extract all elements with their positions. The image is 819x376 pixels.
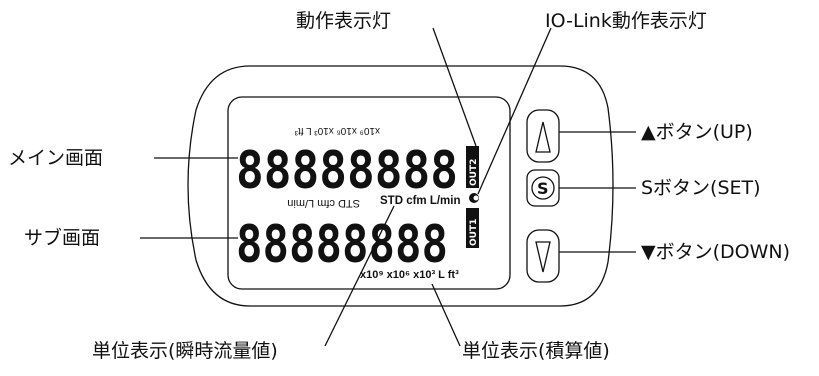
label-up-button: ▲ボタン(UP)	[641, 121, 753, 143]
mirrored-unit-flow-group: STD cfm L/min	[287, 197, 360, 209]
unit-flow-text: STD cfm L/min	[380, 195, 461, 207]
iolink-indicator-inner	[473, 195, 479, 201]
label-operation-indicator: 動作表示灯	[296, 10, 392, 32]
mirrored-unit-flow: STD cfm L/min	[287, 197, 360, 209]
leader-unit-flow	[324, 205, 395, 347]
sub-display-digits: 88888888	[236, 215, 448, 275]
out2-label: OUT2	[469, 159, 479, 186]
main-display-digits: 88888888	[236, 141, 458, 201]
label-down-button: ▼ボタン(DOWN)	[641, 241, 791, 263]
mirrored-unit-accum-group: x10⁹ x10⁶ x10³ L ft³	[294, 125, 380, 136]
down-triangle-icon	[535, 241, 551, 273]
unit-accum-text: x10⁹ x10⁶ x10³ L ft³	[360, 269, 459, 281]
leader-unit-accum	[431, 283, 461, 347]
set-button[interactable]: S	[526, 169, 560, 207]
lcd-screen	[227, 96, 511, 290]
out1-indicator	[466, 208, 479, 248]
device-body	[187, 65, 614, 307]
down-button[interactable]	[526, 229, 560, 283]
leader-operation	[432, 27, 477, 147]
up-button[interactable]	[526, 109, 560, 163]
set-circle-icon	[531, 176, 555, 200]
up-triangle-icon	[535, 121, 551, 153]
set-symbol: S	[537, 179, 549, 198]
label-main-screen: メイン画面	[8, 147, 104, 169]
label-sub-screen: サブ画面	[24, 227, 101, 249]
out1-label: OUT1	[469, 219, 479, 246]
label-unit-flow: 単位表示(瞬時流量値)	[92, 340, 278, 362]
label-unit-accum: 単位表示(積算値)	[462, 340, 610, 362]
leader-iolink	[477, 27, 552, 195]
label-set-button: Sボタン(SET)	[641, 177, 761, 199]
mirrored-unit-accum: x10⁹ x10⁶ x10³ L ft³	[294, 125, 380, 136]
out2-indicator	[466, 146, 479, 188]
label-iolink-indicator: IO-Link動作表示灯	[545, 10, 707, 32]
